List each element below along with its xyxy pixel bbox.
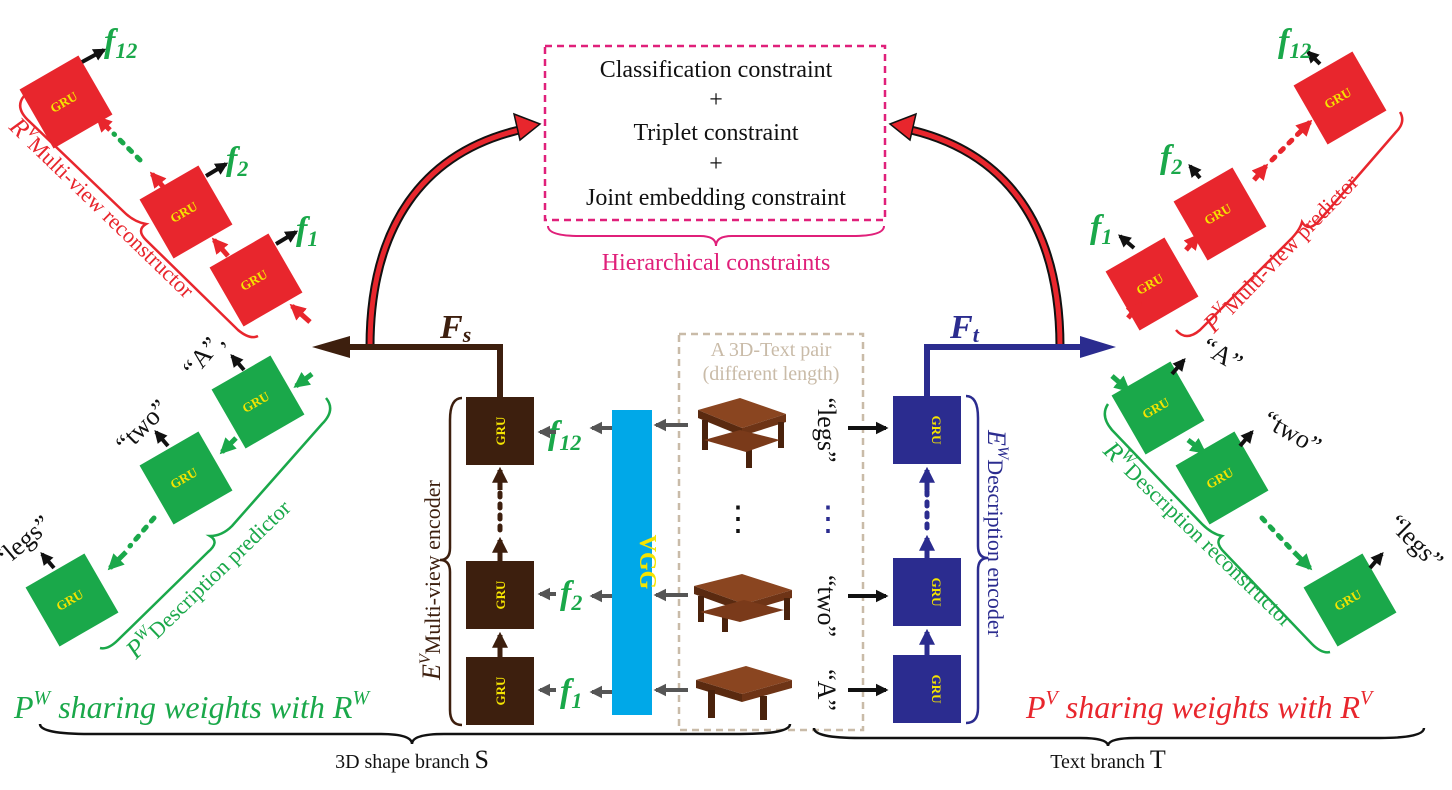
text-branch-label: Text branch T (1050, 745, 1166, 774)
table-ellipsis: ⋮ (721, 501, 755, 538)
feature-f2-left: f2 (226, 141, 248, 181)
description-reconstructor: GRU GRU GRU “A” “two” “legs” RWDescripti… (1097, 332, 1449, 654)
navy-gru-bottom (893, 655, 961, 723)
feature-f2-center: f2 (560, 575, 582, 615)
brown-gru-mid (466, 561, 534, 629)
feature-f12-right: f12 (1278, 23, 1311, 63)
description-encoder-brace (965, 394, 989, 725)
svg-text:GRU: GRU (493, 580, 508, 610)
svg-text:GRU: GRU (929, 675, 944, 705)
green-gru-right-3 (1303, 553, 1397, 647)
green-gru-left-1 (211, 355, 305, 449)
svg-text:GRU: GRU (929, 416, 944, 446)
pw-label: PWDescription predictor (119, 492, 296, 665)
word-legs-vertical: “legs” (812, 398, 841, 463)
feature-f12-left: f12 (104, 23, 137, 63)
triplet-constraint: Triplet constraint (633, 120, 798, 146)
svg-text:GRU: GRU (929, 578, 944, 608)
classification-constraint: Classification constraint (600, 57, 833, 83)
word-a-vertical: “A” (812, 669, 841, 711)
hierarchical-constraints-label: Hierarchical constraints (602, 250, 831, 276)
feature-f1-center: f1 (560, 673, 582, 713)
pair-group: A 3D-Text pair (different length) (677, 332, 865, 732)
word-a-right: “A” (1197, 332, 1248, 378)
multiview-predictor: GRU GRU GRU f1 f2 f12 PVMulti-view predi… (1090, 23, 1404, 339)
rw-brace (1103, 403, 1331, 654)
feature-f2-right: f2 (1160, 139, 1182, 179)
plus-sign-2: + (709, 151, 723, 177)
green-gru-left-3 (25, 553, 119, 647)
table-shape-1 (698, 398, 786, 468)
shape-branch-label: 3D shape branch S (335, 745, 489, 774)
joint-embedding-constraint: Joint embedding constraint (586, 185, 846, 211)
constraints-group: Classification constraint + Triplet cons… (543, 44, 887, 276)
word-legs-right: “legs” (1383, 509, 1449, 575)
brown-gru-top (466, 397, 534, 465)
word-two-right: “two” (1258, 405, 1326, 461)
multiview-encoder: GRU GRU GRU EVMulti-view encoder (417, 396, 534, 727)
feature-f1-left: f1 (296, 211, 318, 251)
fs-label: Fs (439, 309, 471, 347)
ft-label: Ft (949, 309, 980, 347)
constraints-box (543, 44, 887, 222)
ew-label: EWDescription encoder (982, 429, 1011, 638)
right-sharing-note: PV sharing weights with RV (1025, 687, 1375, 725)
word-two-left: “two” (110, 394, 174, 458)
red-gru-left-3 (209, 233, 303, 327)
description-predictor: GRU GRU GRU “A”, “two” “legs” PWDescript… (0, 327, 332, 665)
ft-output-arrow (924, 344, 1090, 396)
pair-title: A 3D-Text pair (711, 339, 832, 361)
words-ellipsis: ⋮ (811, 501, 845, 538)
vgg-label: VGG (634, 535, 660, 590)
green-gru-right-1 (1111, 361, 1205, 455)
svg-text:GRU: GRU (493, 676, 508, 706)
pair-box (677, 332, 865, 732)
rv-brace (18, 95, 259, 339)
table-shape-3 (696, 666, 792, 720)
multiview-reconstructor: GRU GRU GRU f12 f2 f1 RVMulti-view recon… (3, 23, 318, 339)
navy-gru-mid (893, 558, 961, 626)
table-shape-2 (694, 574, 792, 632)
ev-label: EVMulti-view encoder (417, 480, 446, 681)
feature-f12-center: f12 (548, 415, 581, 455)
navy-gru-top (893, 396, 961, 464)
word-a-left: “A”, (177, 327, 230, 383)
svg-text:GRU: GRU (493, 416, 508, 446)
left-sharing-note: PW sharing weights with RW (13, 687, 371, 725)
pair-subtitle: (different length) (703, 363, 840, 385)
brown-gru-bottom (466, 657, 534, 725)
pv-brace (1175, 111, 1404, 338)
plus-sign-1: + (709, 87, 723, 113)
shape-branch-brace (38, 723, 792, 745)
description-encoder: GRU GRU GRU EWDescription encoder (848, 394, 1011, 725)
red-gru-right-3 (1293, 51, 1387, 145)
green-gru-left-2 (139, 431, 233, 525)
encoder-brace (439, 396, 463, 727)
text-branch-brace (812, 727, 1426, 747)
green-gru-right-2 (1175, 431, 1269, 525)
fs-output-arrow (340, 344, 503, 397)
constraints-brace (547, 225, 885, 247)
vgg-block (612, 410, 652, 715)
word-two-vertical: “two” (812, 575, 841, 637)
feature-f1-right: f1 (1090, 209, 1112, 249)
red-gru-left-1 (19, 55, 113, 149)
pw-brace (99, 397, 332, 650)
